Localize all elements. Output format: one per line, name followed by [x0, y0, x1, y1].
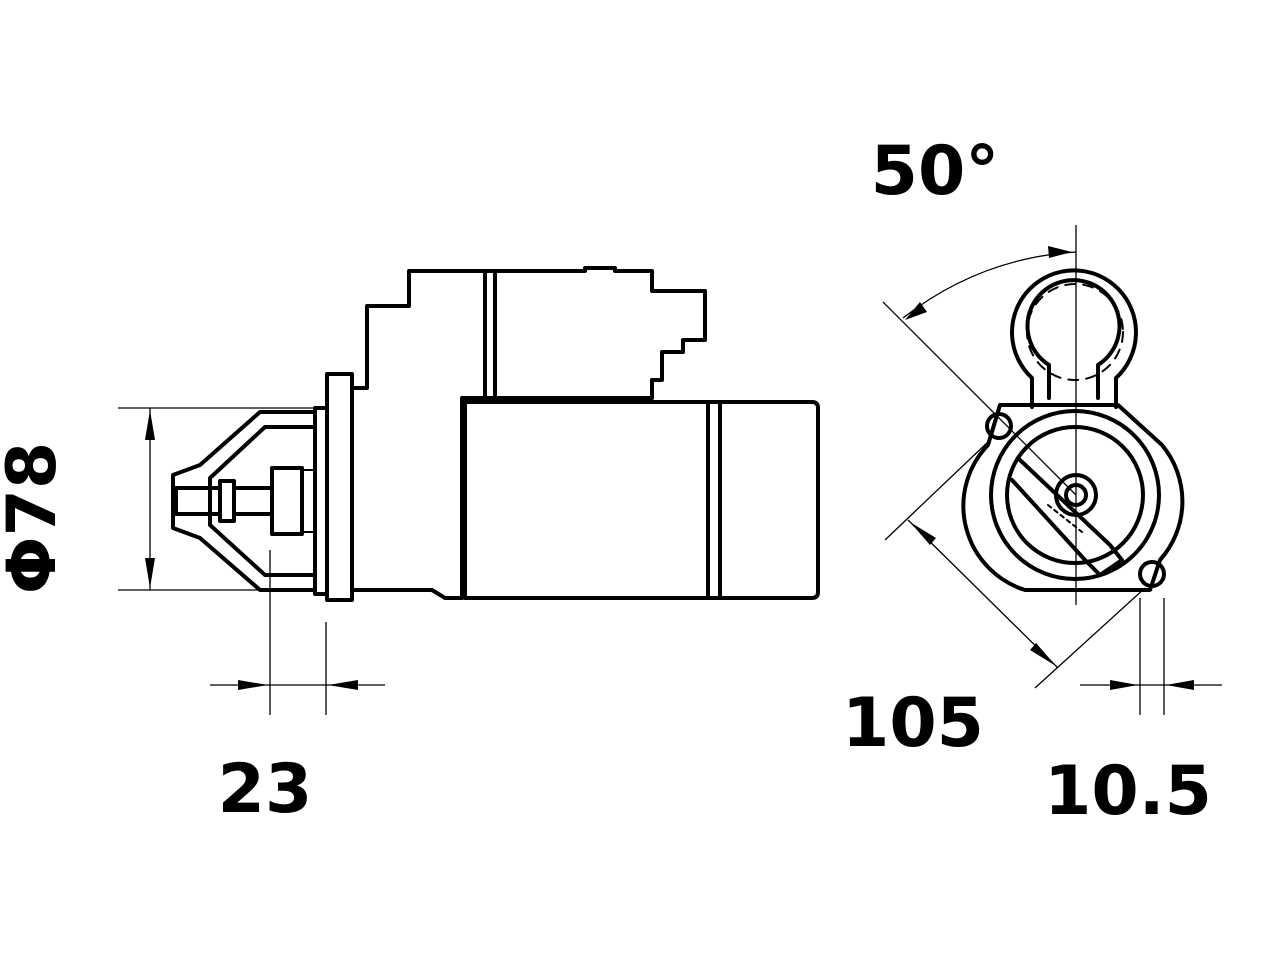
mounting-holes: [985, 412, 1166, 588]
pinion-nose: [171, 410, 317, 592]
mount-distance-dimension: [884, 439, 1146, 689]
angle-dimension: [902, 246, 1077, 320]
motor-body: [463, 400, 820, 600]
pilot-length-dimension: [210, 550, 385, 715]
side-view: [118, 266, 820, 715]
hole-offset-label: 10.5: [1044, 752, 1212, 831]
mounting-flange: [313, 372, 354, 602]
angle-label: 50°: [871, 132, 1000, 211]
diameter-dimension: [118, 407, 315, 591]
solenoid-end: [1010, 268, 1138, 409]
end-view: [882, 225, 1222, 715]
centerlines: [882, 225, 1077, 605]
solenoid: [483, 266, 707, 400]
hole-offset-dimension: [1080, 598, 1222, 715]
mount-distance-label: 105: [842, 684, 984, 763]
end-housing: [961, 403, 1185, 592]
pilot-length-label: 23: [218, 750, 313, 829]
diameter-label: Φ78: [0, 442, 72, 594]
